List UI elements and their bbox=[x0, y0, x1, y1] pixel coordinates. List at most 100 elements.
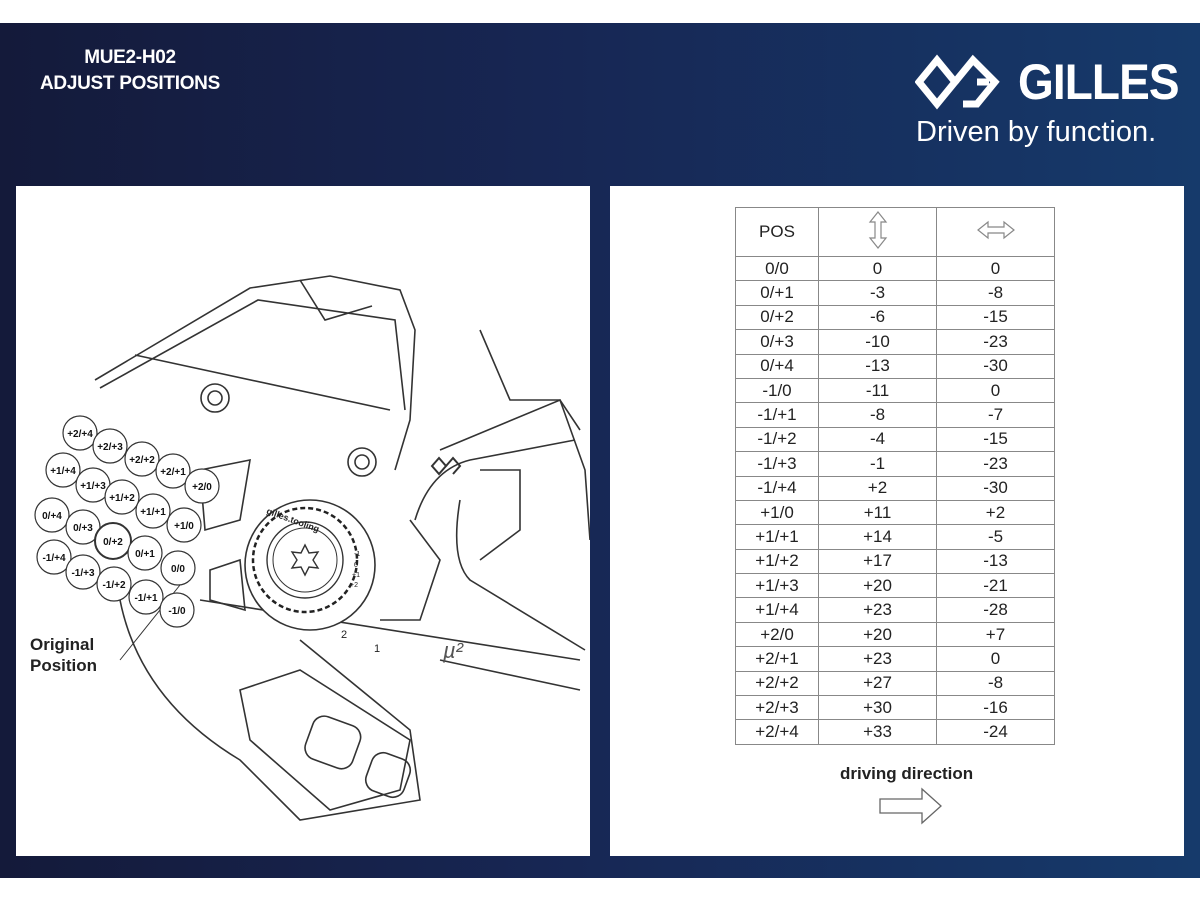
cell-vertical: -8 bbox=[818, 402, 937, 428]
cell-pos: -1/+3 bbox=[735, 451, 819, 477]
cell-pos: 0/+3 bbox=[735, 329, 819, 355]
cell-vertical: +27 bbox=[818, 670, 937, 697]
cell-horizontal: +2 bbox=[936, 499, 1055, 526]
cell-horizontal: -5 bbox=[936, 524, 1055, 550]
cell-horizontal: -13 bbox=[936, 548, 1055, 575]
cell-horizontal: -30 bbox=[936, 353, 1055, 379]
position-circle: +2/+4 bbox=[62, 415, 98, 451]
table-row: 0/+2-6-15 bbox=[735, 304, 1055, 331]
driving-direction-label: driving direction bbox=[840, 764, 974, 783]
table-row: -1/+3-1-23 bbox=[735, 451, 1055, 477]
cell-pos: -1/+1 bbox=[735, 402, 819, 428]
position-circle: 0/+1 bbox=[127, 535, 163, 571]
position-circle-outline bbox=[65, 509, 101, 545]
cell-pos: +2/+4 bbox=[735, 719, 819, 745]
position-circle-label: -1/0 bbox=[168, 606, 186, 617]
header-pos: POS bbox=[735, 207, 819, 257]
table-row: +1/0+11+2 bbox=[735, 499, 1055, 526]
cell-pos: -1/+4 bbox=[735, 475, 819, 501]
cell-vertical: -4 bbox=[818, 426, 937, 453]
gilles-logo-icon bbox=[915, 54, 1000, 110]
position-circles: +2/+4+2/+3+2/+2+1/+4+2/+1+1/+3+2/0+1/+2+… bbox=[34, 415, 220, 628]
knob-scale-0: 0 bbox=[354, 562, 358, 569]
position-circle: +1/+2 bbox=[104, 479, 140, 515]
table-row: -1/+1-8-7 bbox=[735, 402, 1055, 428]
position-circle-outline bbox=[135, 493, 171, 529]
header-horizontal bbox=[936, 207, 1055, 257]
cell-horizontal: -28 bbox=[936, 597, 1055, 623]
cell-vertical: -10 bbox=[818, 329, 937, 355]
cell-vertical: +23 bbox=[818, 597, 937, 623]
position-circle-label: +2/+4 bbox=[67, 429, 93, 440]
position-circle-outline bbox=[36, 539, 72, 575]
position-circle-outline bbox=[62, 415, 98, 451]
position-circle: 0/0 bbox=[160, 550, 196, 586]
position-circle-label: 0/+4 bbox=[42, 511, 62, 522]
mu-squared-label: µ² bbox=[442, 638, 464, 663]
position-circle: +2/+1 bbox=[155, 453, 191, 489]
cell-horizontal: -15 bbox=[936, 426, 1055, 453]
cell-vertical: -6 bbox=[818, 304, 937, 331]
cell-pos: +2/+1 bbox=[735, 646, 819, 672]
cell-vertical: -11 bbox=[818, 377, 937, 404]
position-circle-outline bbox=[160, 550, 196, 586]
position-circle: +2/+3 bbox=[92, 428, 128, 464]
cell-pos: +1/+3 bbox=[735, 573, 819, 599]
scale-mark-1: 1 bbox=[374, 643, 380, 655]
position-circle: -1/+1 bbox=[128, 579, 164, 615]
position-circle-outline bbox=[127, 535, 163, 571]
title-model: MUE2-H02 bbox=[84, 47, 176, 68]
cell-horizontal: -8 bbox=[936, 670, 1055, 697]
position-circle: -1/+2 bbox=[96, 566, 132, 602]
caliper-drawing: gilles.tooling -1 0 +1 +2 2 1 µ² +2/+4+2… bbox=[34, 275, 591, 821]
cell-vertical: -13 bbox=[818, 353, 937, 379]
position-circle-label: 0/0 bbox=[171, 564, 185, 575]
cell-pos: 0/+4 bbox=[735, 353, 819, 379]
position-circle-outline bbox=[34, 497, 70, 533]
header-vertical bbox=[818, 207, 937, 257]
cell-horizontal: -21 bbox=[936, 573, 1055, 599]
page-title: MUE2-H02 ADJUST POSITIONS bbox=[20, 45, 240, 97]
cell-horizontal: 0 bbox=[936, 646, 1055, 672]
position-circle-outline bbox=[65, 554, 101, 590]
cell-horizontal: -7 bbox=[936, 402, 1055, 428]
original-label-line1: Original bbox=[30, 635, 95, 654]
cell-pos: 0/+1 bbox=[735, 280, 819, 306]
position-circle-outline bbox=[184, 468, 220, 504]
cell-vertical: +2 bbox=[818, 475, 937, 501]
position-circle-outline bbox=[104, 479, 140, 515]
adjuster-knob: gilles.tooling -1 0 +1 +2 bbox=[244, 499, 376, 631]
table-row: +2/+2+27-8 bbox=[735, 670, 1055, 697]
cell-horizontal: -16 bbox=[936, 695, 1055, 721]
cell-vertical: 0 bbox=[818, 255, 937, 282]
table-row: +1/+4+23-28 bbox=[735, 597, 1055, 623]
cell-pos: +2/0 bbox=[735, 621, 819, 648]
cell-pos: +2/+3 bbox=[735, 695, 819, 721]
position-circle: +1/+3 bbox=[75, 467, 111, 503]
brand-name: GILLES bbox=[1018, 54, 1180, 110]
position-circle-label: 0/+1 bbox=[135, 549, 155, 560]
position-circle-label: +1/+3 bbox=[80, 481, 106, 492]
position-circle-outline bbox=[124, 441, 160, 477]
cell-vertical: -1 bbox=[818, 451, 937, 477]
driving-direction-arrow-icon bbox=[879, 787, 942, 825]
knob-scale-minus1: -1 bbox=[354, 551, 360, 558]
position-circle-label: +1/+4 bbox=[50, 466, 76, 477]
scale-mark-2: 2 bbox=[341, 629, 347, 641]
cell-vertical: +14 bbox=[818, 524, 937, 550]
position-circle: +1/+4 bbox=[45, 452, 81, 488]
cell-horizontal: 0 bbox=[936, 377, 1055, 404]
position-circle-outline bbox=[166, 507, 202, 543]
table-row: 0/+3-10-23 bbox=[735, 329, 1055, 355]
gilles-small-logo-icon bbox=[430, 456, 462, 476]
cell-vertical: +11 bbox=[818, 499, 937, 526]
drawing-panel: gilles.tooling -1 0 +1 +2 2 1 µ² +2/+4+2… bbox=[16, 186, 591, 856]
table-row: +2/+3+30-16 bbox=[735, 695, 1055, 721]
position-circle-outline bbox=[94, 522, 132, 560]
table-row: +2/0+20+7 bbox=[735, 621, 1055, 648]
position-circle-label: +1/+1 bbox=[140, 507, 166, 518]
